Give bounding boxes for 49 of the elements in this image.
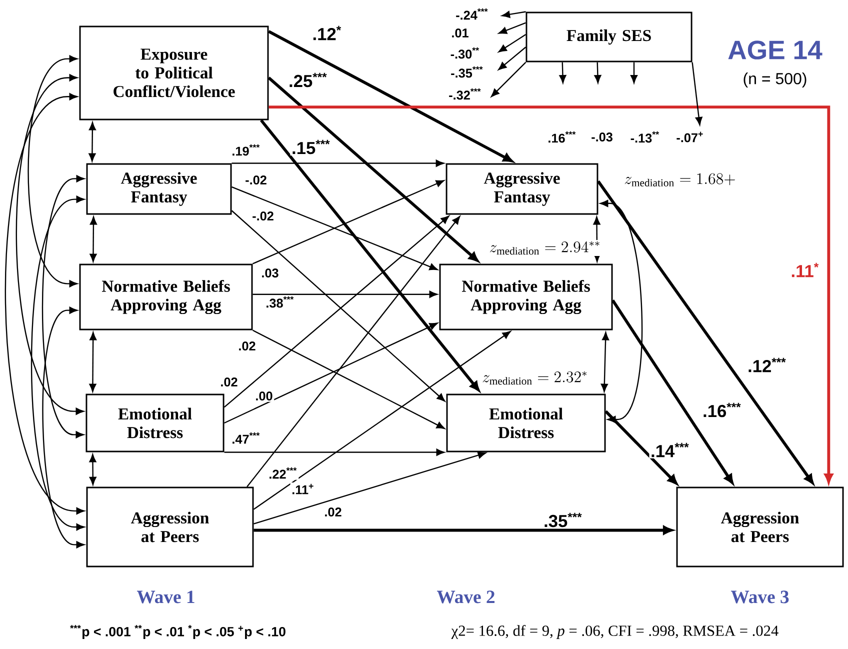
arrow xyxy=(491,62,526,97)
edge-label: -.24$^{***}$ xyxy=(454,7,490,21)
edge-label: .19$^{***}$ xyxy=(230,143,262,157)
heading: AGE 14 xyxy=(728,40,822,60)
edge-label: -.35$^{***}$ xyxy=(449,65,485,79)
arrow xyxy=(89,332,97,392)
arrow xyxy=(30,196,85,531)
arrow xyxy=(28,55,78,288)
arrow xyxy=(4,93,85,514)
edge-label: .35$^{***}$ xyxy=(542,512,584,529)
edge-label: .11$^{+}$ xyxy=(290,482,316,496)
edge-label: .02 xyxy=(236,340,258,352)
edge-label: .12$^{*}$ xyxy=(310,24,344,42)
arrow xyxy=(559,62,566,84)
note: χ2= 16.6, df = 9, p = .06, CFI = .998, RMSEA = .024 xyxy=(450,624,780,640)
arrow xyxy=(89,454,96,486)
variable-box: Aggression at Peers xyxy=(676,486,844,568)
arrow xyxy=(498,22,526,34)
variable-box: Emotional Distress xyxy=(86,394,224,452)
edge-label: .25$^{***}$ xyxy=(287,72,329,88)
edge-label: -.02 xyxy=(250,210,276,222)
variable-box: Normative Beliefs Approving Agg xyxy=(79,264,253,330)
edge-label: .02 xyxy=(322,506,344,518)
edge-label: .00 xyxy=(254,390,274,402)
arrow xyxy=(502,10,526,18)
arrow xyxy=(16,74,84,415)
variable-box: Aggression at Peers xyxy=(86,486,254,568)
arrow xyxy=(594,62,602,84)
arrow xyxy=(88,122,96,162)
arrow xyxy=(498,46,526,70)
edge-label: .01 xyxy=(450,27,470,39)
variable-box: Aggressive Fantasy xyxy=(86,163,232,215)
arrow xyxy=(42,175,85,438)
note: $^{***}$p < .001 $^{**}$p < .01 $^{*}$p < .05 $^{+}$p < .10 xyxy=(68,624,288,640)
arrow xyxy=(90,216,97,262)
arrow xyxy=(42,306,85,548)
edge-label: -.02 xyxy=(244,174,268,186)
edge-label: -.30$^{**}$ xyxy=(448,46,482,60)
wave-label: Wave 3 xyxy=(729,589,791,605)
edge-label: .47$^{***}$ xyxy=(230,431,262,445)
arrow xyxy=(630,62,638,84)
arrow xyxy=(498,34,526,52)
variable-box: Exposure to Political Conflict/Violence xyxy=(79,26,269,120)
edge-label: .02 xyxy=(218,376,240,388)
sample-size: (n = 500) xyxy=(741,71,809,89)
wave-label: Wave 2 xyxy=(435,589,497,605)
variable-box: Family SES xyxy=(526,12,692,62)
wave-label: Wave 1 xyxy=(135,589,197,605)
edge-label: -.32$^{***}$ xyxy=(447,87,483,101)
